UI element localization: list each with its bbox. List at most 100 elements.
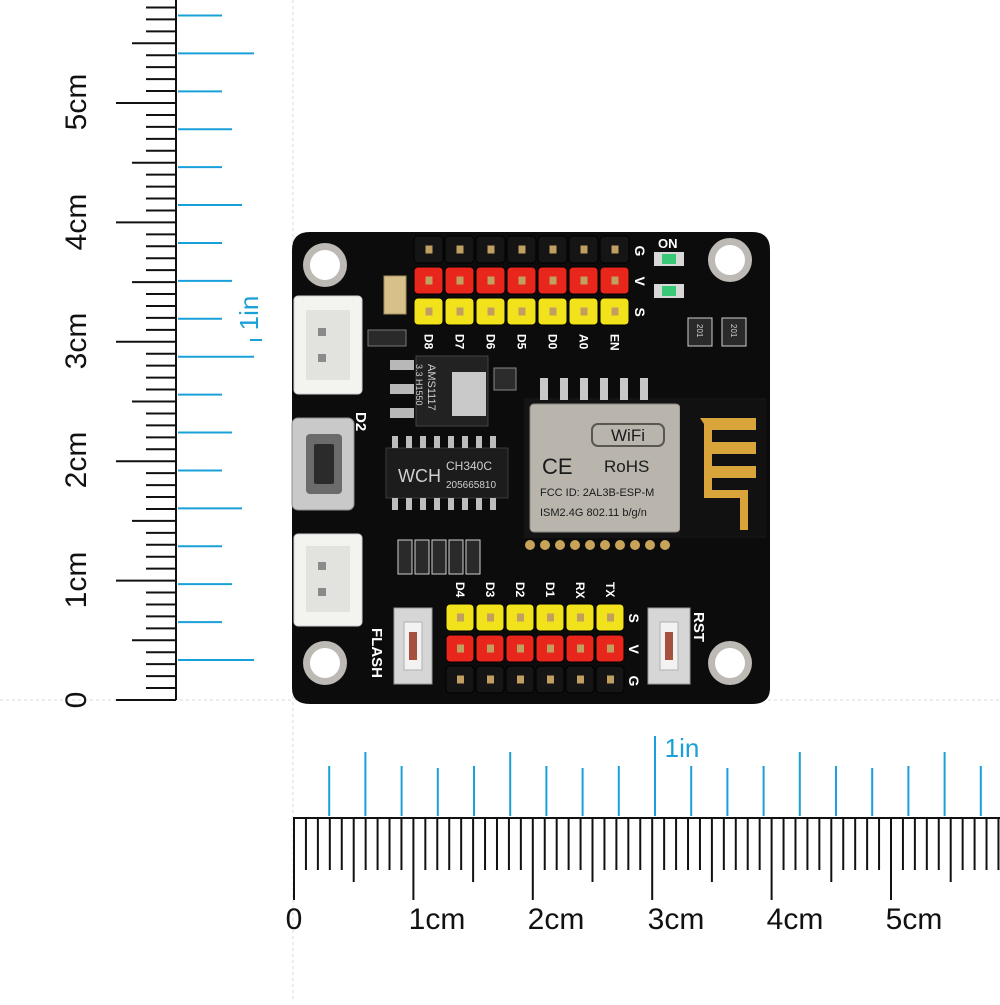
- header-pin[interactable]: [547, 675, 554, 684]
- micro-usb-port[interactable]: [291, 417, 355, 511]
- module-pad: [600, 540, 610, 550]
- header-pin-label: D6: [484, 334, 498, 350]
- jst-connector-bottom: [293, 533, 363, 627]
- header-pin[interactable]: [549, 307, 557, 316]
- horizontal-ruler: 0 1cm 2cm 3cm 4cm 5cm 1in: [286, 733, 1000, 936]
- header-pin[interactable]: [547, 644, 554, 653]
- tantalum-capacitor: [383, 275, 407, 315]
- header-pin[interactable]: [549, 245, 557, 254]
- mounting-hole-bottom-right: [708, 641, 752, 685]
- jst-connector-top: [293, 295, 363, 395]
- top-pin-header: [413, 235, 630, 326]
- wifi-badge-frame: [591, 423, 665, 447]
- ch340-code-text: 205665810: [446, 480, 496, 491]
- smd-resistor: [465, 539, 481, 575]
- horizontal-ruler-inch-label: 1in: [665, 733, 700, 763]
- resistor-bank: [397, 539, 481, 575]
- header-pin[interactable]: [487, 675, 494, 684]
- rohs-mark: RoHS: [604, 457, 649, 476]
- header-pin[interactable]: [607, 613, 614, 622]
- chip-pin: [420, 436, 426, 448]
- vertical-ruler: 0 1cm 2cm 3cm 4cm 5cm 1in: [60, 0, 264, 708]
- header-pin[interactable]: [577, 675, 584, 684]
- header-pin[interactable]: [580, 307, 588, 316]
- module-pin: [560, 378, 568, 400]
- smd-resistor-right-1: 201: [687, 317, 713, 347]
- header-pin[interactable]: [517, 613, 524, 622]
- header-pin[interactable]: [607, 675, 614, 684]
- header-pin[interactable]: [457, 613, 464, 622]
- smd-resistor-right-1-code: 201: [695, 324, 704, 338]
- horizontal-ruler-label-2cm: 2cm: [528, 903, 585, 936]
- header-row-label: S: [626, 614, 642, 623]
- vertical-ruler-label-5cm: 5cm: [60, 74, 93, 131]
- header-pin[interactable]: [487, 245, 495, 254]
- vertical-ruler-label-0: 0: [60, 692, 93, 709]
- vertical-ruler-label-2cm: 2cm: [60, 432, 93, 489]
- chip-pin: [462, 436, 468, 448]
- smd-resistor-right-2-code: 201: [729, 324, 738, 338]
- module-pad: [645, 540, 655, 550]
- regulator-code-text: 3.3 H1550: [414, 364, 424, 406]
- header-pin[interactable]: [611, 276, 619, 285]
- header-pin-label: D5: [515, 334, 529, 350]
- smd-resistor: [448, 539, 464, 575]
- antenna-trace: [700, 418, 756, 530]
- header-pin[interactable]: [517, 644, 524, 653]
- vertical-ruler-label-4cm: 4cm: [60, 194, 93, 251]
- flash-button[interactable]: [393, 607, 433, 685]
- esp-m-board: D2 AMS1117 3.3 H1550 WCH CH340C 20566581…: [291, 232, 770, 704]
- header-pin[interactable]: [425, 307, 433, 316]
- chip-pin: [490, 436, 496, 448]
- mounting-hole-top-right: [708, 238, 752, 282]
- esp-module-pins-bottom: [525, 540, 670, 550]
- header-pin[interactable]: [456, 245, 464, 254]
- esp-module-pins-top: [540, 378, 648, 400]
- header-pin-label: D4: [453, 582, 467, 598]
- header-pin[interactable]: [487, 644, 494, 653]
- header-pin[interactable]: [580, 276, 588, 285]
- ch340-pins-bottom: [392, 498, 496, 510]
- smd-resistor: [431, 539, 447, 575]
- header-pin[interactable]: [577, 644, 584, 653]
- header-pin[interactable]: [456, 276, 464, 285]
- header-pin[interactable]: [487, 613, 494, 622]
- header-pin-label: D0: [546, 334, 560, 350]
- header-pin-label: D1: [543, 582, 557, 598]
- vertical-ruler-label-3cm: 3cm: [60, 313, 93, 370]
- header-pin[interactable]: [549, 276, 557, 285]
- header-pin[interactable]: [456, 307, 464, 316]
- header-pin[interactable]: [518, 276, 526, 285]
- header-pin[interactable]: [425, 245, 433, 254]
- header-pin[interactable]: [425, 276, 433, 285]
- header-pin[interactable]: [518, 245, 526, 254]
- header-row-label: S: [632, 308, 648, 317]
- header-pin[interactable]: [577, 613, 584, 622]
- header-pin[interactable]: [517, 675, 524, 684]
- module-pad: [630, 540, 640, 550]
- module-pad: [660, 540, 670, 550]
- header-pin[interactable]: [547, 613, 554, 622]
- header-pin[interactable]: [611, 245, 619, 254]
- header-pin[interactable]: [580, 245, 588, 254]
- header-pin[interactable]: [518, 307, 526, 316]
- smd-resistor-right-2: 201: [721, 317, 747, 347]
- chip-pin: [448, 436, 454, 448]
- chip-pin: [476, 498, 482, 510]
- power-led: [654, 252, 684, 266]
- header-pin[interactable]: [457, 644, 464, 653]
- header-pin-label: D3: [483, 582, 497, 598]
- header-pin[interactable]: [607, 644, 614, 653]
- silk-label-rst: RST: [690, 612, 707, 642]
- header-pin[interactable]: [611, 307, 619, 316]
- reset-button[interactable]: [647, 607, 691, 685]
- header-pin[interactable]: [487, 276, 495, 285]
- header-pin[interactable]: [457, 675, 464, 684]
- module-pin: [540, 378, 548, 400]
- bottom-pin-header: [445, 603, 625, 694]
- mounting-hole-bottom-left: [303, 641, 347, 685]
- header-pin[interactable]: [487, 307, 495, 316]
- horizontal-ruler-label-4cm: 4cm: [767, 903, 824, 936]
